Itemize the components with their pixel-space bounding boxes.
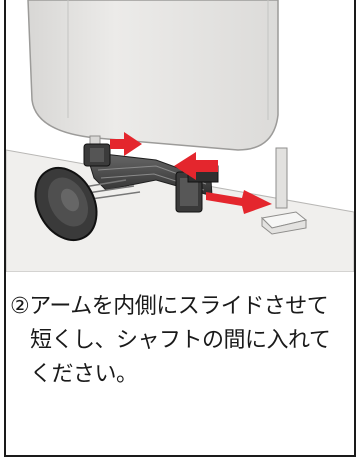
caption-line: 短くし、シャフトの間に入れて	[30, 328, 331, 353]
headrest-shaft-right	[275, 147, 288, 209]
instruction-caption: ②アームを内側にスライドさせて 短くし、シャフトの間に入れて ください。	[10, 290, 354, 392]
instruction-frame	[4, 0, 356, 457]
caption-line: ください。	[30, 362, 138, 387]
headrest-mount-illustration	[6, 0, 354, 272]
red-arrow-right-icon	[206, 190, 272, 214]
headrest	[27, 0, 279, 151]
red-arrow-left-icon	[110, 132, 142, 156]
red-arrow-inward-icon	[174, 152, 218, 180]
caption-line: ②アームを内側にスライドさせて	[10, 294, 329, 319]
